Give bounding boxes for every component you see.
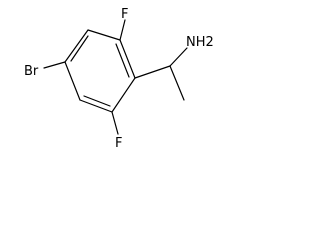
ring-bond-6	[119, 39, 136, 79]
bond-to-methyl	[169, 65, 185, 101]
bond-to-fluorine-bottom	[111, 111, 119, 135]
ring-bond-1	[87, 29, 121, 41]
ring-double-bond-1	[70, 35, 89, 62]
bond-to-bromine	[43, 61, 66, 69]
ring-bond-3	[64, 61, 81, 101]
atom-label-bromine: Br	[24, 64, 39, 79]
bond-to-alpha-carbon	[134, 65, 171, 79]
bond-to-fluorine-top	[119, 19, 126, 41]
ring-bond-4	[79, 99, 113, 113]
atom-label-fluorine-top: F	[121, 7, 128, 22]
molecule-structure-diagram: F Br F NH2	[24, 7, 214, 151]
atom-label-amine: NH2	[186, 35, 214, 50]
bond-to-amine	[169, 47, 188, 67]
ring-bond-5	[111, 77, 136, 113]
ring-double-bond-3	[115, 43, 130, 78]
ring-bond-2	[64, 29, 89, 63]
ring-double-bond-2	[83, 95, 111, 107]
atom-label-fluorine-bottom: F	[115, 136, 122, 151]
